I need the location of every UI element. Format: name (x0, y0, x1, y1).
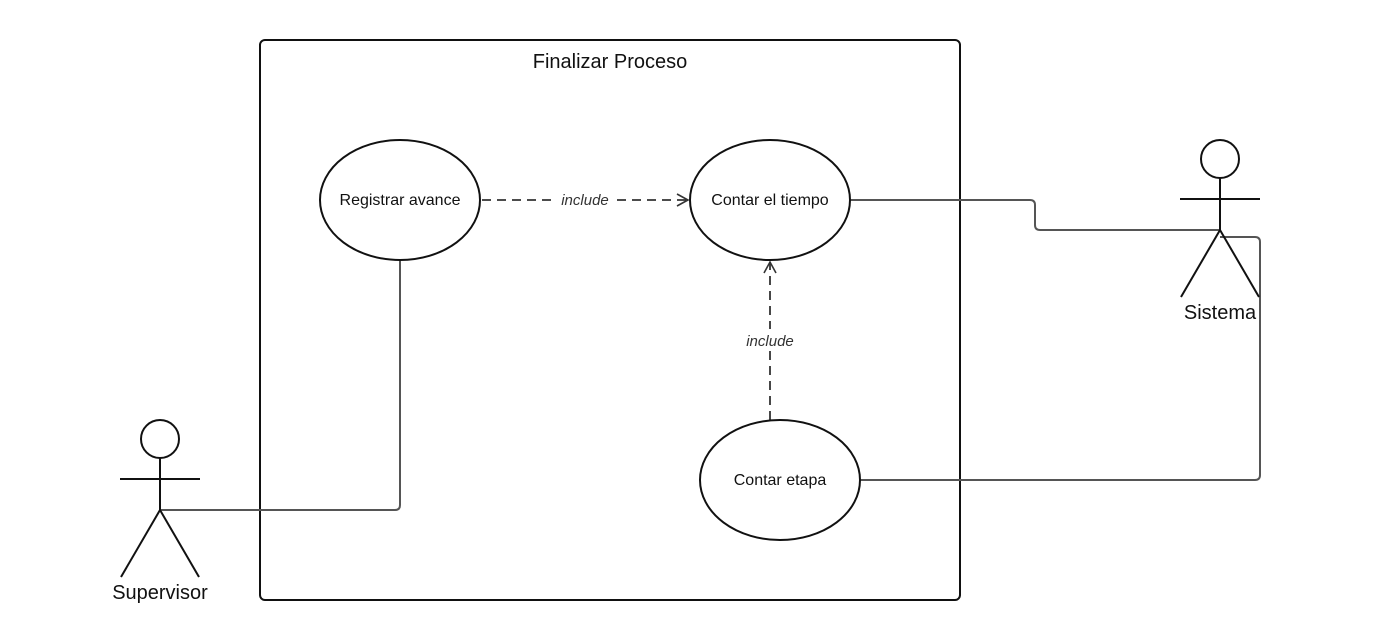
stick-figure-icon (1180, 139, 1260, 298)
include-label-bg-2 (738, 329, 802, 351)
use-case-contar-etapa-label: Contar etapa (734, 472, 827, 489)
stick-figure-icon (120, 419, 200, 578)
actor-sistema-label: Sistema (1184, 302, 1257, 324)
actor-supervisor[interactable]: Supervisor (112, 419, 208, 604)
use-case-registrar-avance[interactable]: Registrar avance (319, 139, 481, 261)
use-case-contar-tiempo[interactable]: Contar el tiempo (689, 139, 851, 261)
system-title: Finalizar Proceso (533, 51, 688, 73)
include-label-2: include (746, 333, 794, 350)
use-case-registrar-label: Registrar avance (340, 192, 461, 209)
use-case-contar-etapa[interactable]: Contar etapa (699, 419, 861, 541)
use-case-registrar-shape (319, 139, 481, 261)
system-boundary (259, 39, 961, 601)
association-etapa-sistema (860, 236, 1261, 481)
include-label-bg-1 (555, 189, 615, 210)
use-case-contar-tiempo-label: Contar el tiempo (711, 192, 828, 209)
use-case-contar-tiempo-shape (689, 139, 851, 261)
actor-supervisor-label: Supervisor (112, 582, 208, 604)
association-supervisor-registrar (160, 260, 401, 511)
actor-sistema[interactable]: Sistema (1180, 139, 1260, 324)
association-tiempo-sistema (850, 199, 1220, 231)
use-case-contar-etapa-shape (699, 419, 861, 541)
include-label-1: include (561, 192, 609, 209)
